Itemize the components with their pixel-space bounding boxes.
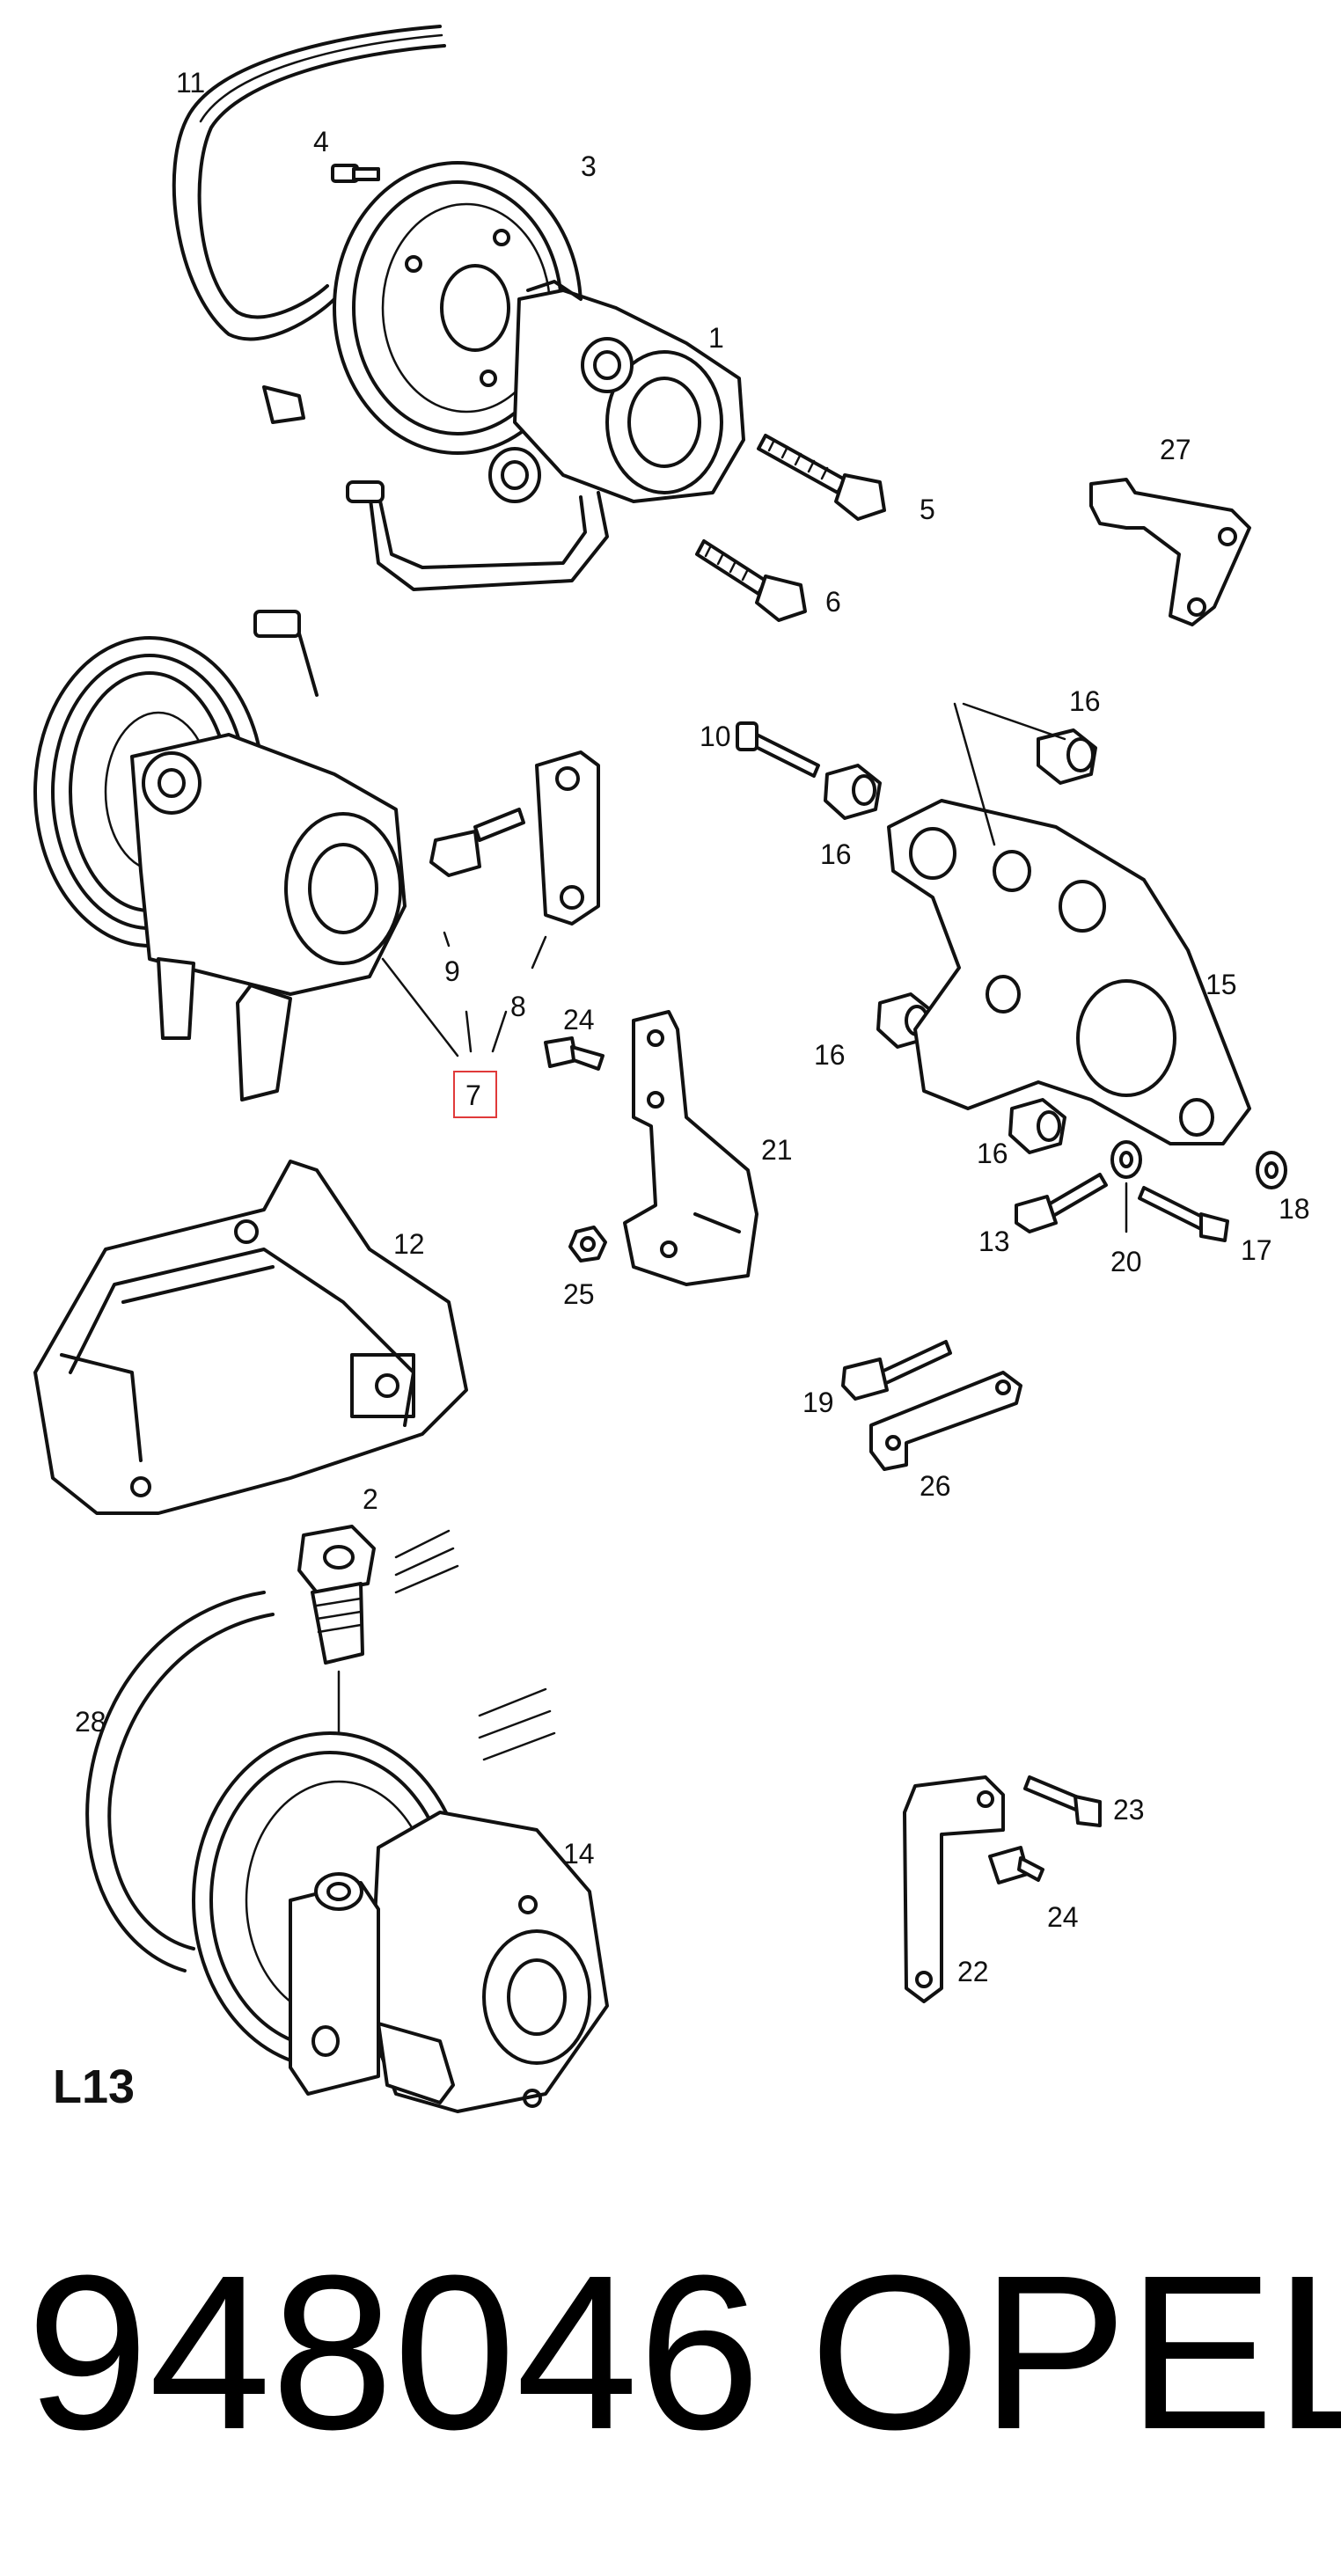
- part-number: 948046: [26, 2229, 760, 2475]
- callout-7-leaders: [381, 931, 547, 1057]
- callout-2: 2: [363, 1483, 378, 1515]
- callout-23: 23: [1113, 1794, 1145, 1826]
- callout-5: 5: [920, 494, 935, 525]
- callout-26: 26: [920, 1470, 951, 1502]
- callout-12: 12: [393, 1228, 425, 1260]
- callout-7-highlight: [453, 1071, 497, 1118]
- part-1-pump: [488, 280, 745, 503]
- part-11-drive-belt: [172, 25, 446, 341]
- part-19-bolt: [841, 1340, 952, 1401]
- part-12-housing: [33, 1160, 468, 1515]
- callout-3: 3: [581, 150, 597, 182]
- callout-11: 11: [176, 67, 205, 99]
- callout-22: 22: [957, 1956, 989, 1987]
- callout-9: 9: [444, 955, 460, 987]
- callout-21: 21: [761, 1134, 793, 1166]
- part-15-mounting-bracket: [887, 702, 1251, 1145]
- part-17-bolt: [1138, 1186, 1229, 1242]
- part-18-washer: [1256, 1151, 1287, 1189]
- callout-14: 14: [563, 1838, 595, 1870]
- part-24-bolt-lower: [988, 1846, 1044, 1884]
- callout-17: 17: [1241, 1234, 1272, 1266]
- part-6-bolt: [695, 539, 807, 622]
- part-16-nut-d: [1008, 1098, 1066, 1154]
- part-21-bracket: [623, 1010, 758, 1286]
- callout-6: 6: [825, 586, 841, 618]
- callout-16c: 16: [814, 1039, 846, 1071]
- part-9-bolt: [429, 808, 525, 877]
- part-14-pump: [192, 1731, 609, 2113]
- part-20-washer: [1110, 1140, 1142, 1233]
- callout-16a: 16: [1069, 685, 1101, 717]
- section-label: L13: [53, 2060, 135, 2113]
- callout-24b: 24: [1047, 1901, 1079, 1933]
- callout-27: 27: [1160, 434, 1191, 465]
- callout-7: 7: [465, 1079, 481, 1111]
- part-26-strap: [869, 1371, 1022, 1471]
- part-4-bolt: [331, 164, 380, 183]
- part-25-nut: [568, 1226, 607, 1262]
- callout-1: 1: [708, 322, 724, 354]
- part-27-bracket: [1089, 478, 1251, 626]
- callout-24a: 24: [563, 1004, 595, 1036]
- part-5-bolt: [757, 434, 886, 521]
- callout-20: 20: [1110, 1246, 1142, 1277]
- callout-16b: 16: [820, 838, 852, 870]
- part-22-bracket: [903, 1775, 1005, 2003]
- part-13-bolt: [1015, 1173, 1108, 1233]
- part-23-bolt: [1023, 1775, 1102, 1827]
- callout-25: 25: [563, 1278, 595, 1310]
- part-16-nut-b: [824, 764, 882, 820]
- callout-10: 10: [700, 721, 731, 752]
- part-10-bolt: [736, 721, 820, 778]
- callout-16d: 16: [977, 1138, 1008, 1169]
- part-2-fitting: [297, 1525, 459, 1876]
- part-24-bolt-upper: [544, 1036, 605, 1071]
- callout-15: 15: [1205, 969, 1237, 1000]
- brand-name: OPEL: [810, 2229, 1341, 2475]
- part-8-plate: [535, 750, 600, 926]
- part-16-nut-a: [1037, 728, 1097, 785]
- part-7-pump-assembly: [33, 385, 407, 1101]
- callout-18: 18: [1279, 1193, 1310, 1225]
- callout-8: 8: [510, 991, 526, 1022]
- callout-13: 13: [978, 1226, 1010, 1257]
- callout-labels: 11 4 3 1 27 5 6 16 10 16 9 8 24 15 16 7 …: [75, 67, 1310, 1987]
- callout-4: 4: [313, 126, 329, 157]
- callout-19: 19: [802, 1387, 834, 1418]
- callout-28: 28: [75, 1706, 106, 1738]
- part-28-belt: [85, 1591, 556, 1972]
- pressure-hose: [346, 480, 609, 591]
